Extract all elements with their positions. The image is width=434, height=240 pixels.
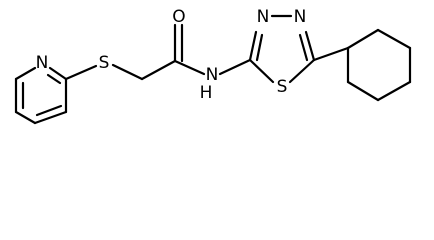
bond-td-1 bbox=[248, 30, 258, 62]
bond-pyr-4b bbox=[35, 104, 63, 117]
bond-td-4 bbox=[288, 58, 316, 84]
bond-cy-5 bbox=[346, 80, 380, 102]
atom-n-pyridine: N bbox=[36, 53, 49, 73]
bond-pyr-1 bbox=[14, 66, 37, 81]
atom-h-amide: H bbox=[200, 83, 213, 103]
bond-cy-1 bbox=[346, 28, 380, 50]
bond-c-s bbox=[64, 64, 98, 81]
bond-td-5 bbox=[248, 58, 275, 84]
atom-s-thioether: S bbox=[99, 53, 110, 73]
atom-n-ring-left: N bbox=[257, 7, 270, 27]
atom-n-amide: N bbox=[206, 65, 219, 85]
bond-lines bbox=[14, 14, 412, 125]
bond-td-3 bbox=[304, 30, 316, 62]
bond-td-1b bbox=[255, 33, 264, 62]
atom-n-ring-right: N bbox=[294, 7, 307, 27]
bond-ch2-co bbox=[140, 59, 177, 81]
bond-pyr-6b bbox=[46, 73, 62, 85]
atom-s-ring: S bbox=[277, 77, 288, 97]
bond-cy-4 bbox=[376, 80, 412, 102]
bond-cy-2 bbox=[376, 28, 412, 50]
bond-td-cy bbox=[312, 46, 350, 62]
bond-n-ring bbox=[218, 58, 252, 76]
bond-pyr-3 bbox=[14, 110, 37, 125]
bond-td-3b bbox=[298, 33, 309, 62]
bond-pyr-6 bbox=[48, 66, 68, 81]
atom-o-carbonyl: O bbox=[172, 7, 185, 27]
structure-diagram: N S O N H N N S bbox=[14, 7, 412, 125]
bond-pyr-4 bbox=[33, 110, 68, 125]
atom-labels: N S O N H N N S bbox=[36, 7, 307, 103]
bond-co-n bbox=[173, 59, 206, 76]
bond-s-ch2 bbox=[111, 63, 144, 81]
